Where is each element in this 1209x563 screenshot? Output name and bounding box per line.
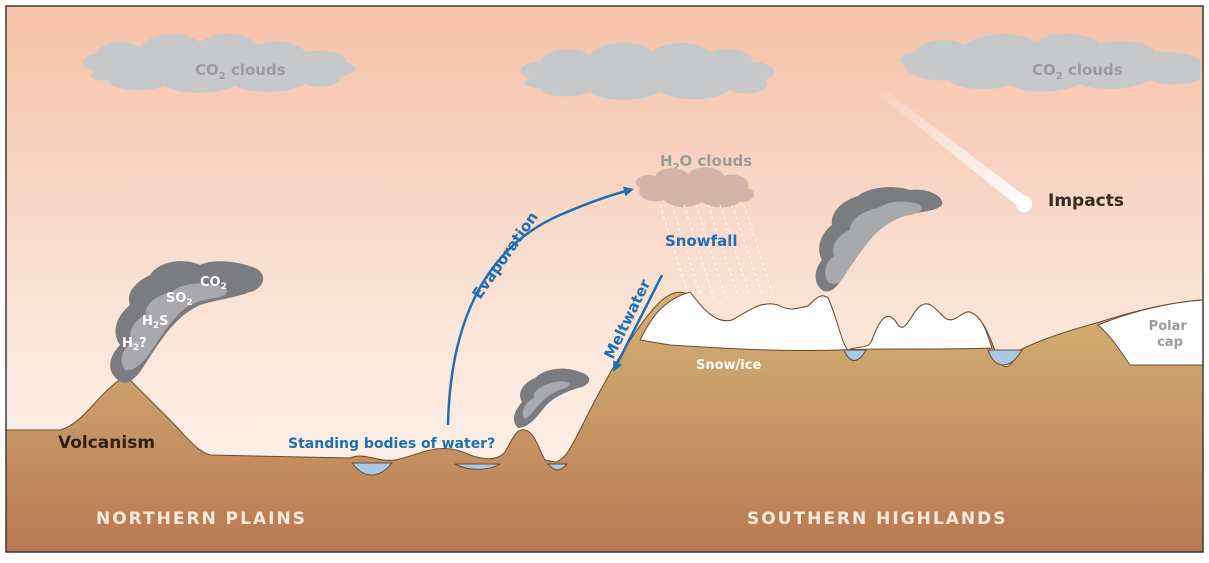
co2-clouds-right-label: CO2 clouds xyxy=(1032,61,1123,82)
impacts-label: Impacts xyxy=(1048,191,1124,211)
diagram-frame xyxy=(5,5,1204,553)
polar-cap-label: Polar cap xyxy=(1149,319,1192,350)
water-bodies xyxy=(350,349,1023,476)
co2-cloud-middle xyxy=(520,42,775,100)
gas-h2s: H2S xyxy=(142,314,169,331)
standing-water-label: Standing bodies of water? xyxy=(288,436,495,452)
snow-ice-label: Snow/ice xyxy=(696,358,761,373)
co2-cloud-left xyxy=(82,34,356,93)
volcano-plume-large xyxy=(110,261,264,383)
volcano-plume-small xyxy=(513,368,590,428)
water-pool-4 xyxy=(843,349,867,361)
volcano-plume-highland xyxy=(815,187,943,292)
meltwater-arrow xyxy=(613,274,664,372)
gas-co2: CO2 xyxy=(200,275,227,292)
water-pool-3 xyxy=(546,463,569,471)
volcanism-label: Volcanism xyxy=(58,433,155,453)
snowfall-label: Snowfall xyxy=(665,232,738,250)
co2-cloud-right xyxy=(899,33,1200,92)
gas-so2: SO2 xyxy=(166,291,193,308)
impact-meteor xyxy=(870,82,1033,211)
southern-highlands-label: SOUTHERN HIGHLANDS xyxy=(747,509,1007,529)
snowfall-lines xyxy=(659,204,773,301)
co2-clouds-left-label: CO2 clouds xyxy=(195,61,286,82)
water-pool-2 xyxy=(454,463,502,470)
polar-cap-line2: cap xyxy=(1157,335,1183,350)
gas-h2: H2? xyxy=(122,336,147,353)
evaporation-arrow xyxy=(446,186,634,426)
impact-meteor-head xyxy=(1016,196,1032,212)
northern-plains-label: NORTHERN PLAINS xyxy=(96,509,307,529)
polar-cap-line1: Polar xyxy=(1149,319,1188,334)
h2o-cloud xyxy=(635,167,754,208)
water-pool-5 xyxy=(987,349,1023,366)
h2o-clouds-label: H2O clouds xyxy=(660,152,752,173)
water-pool-1 xyxy=(350,462,394,476)
snow-ice-cover xyxy=(639,291,993,352)
